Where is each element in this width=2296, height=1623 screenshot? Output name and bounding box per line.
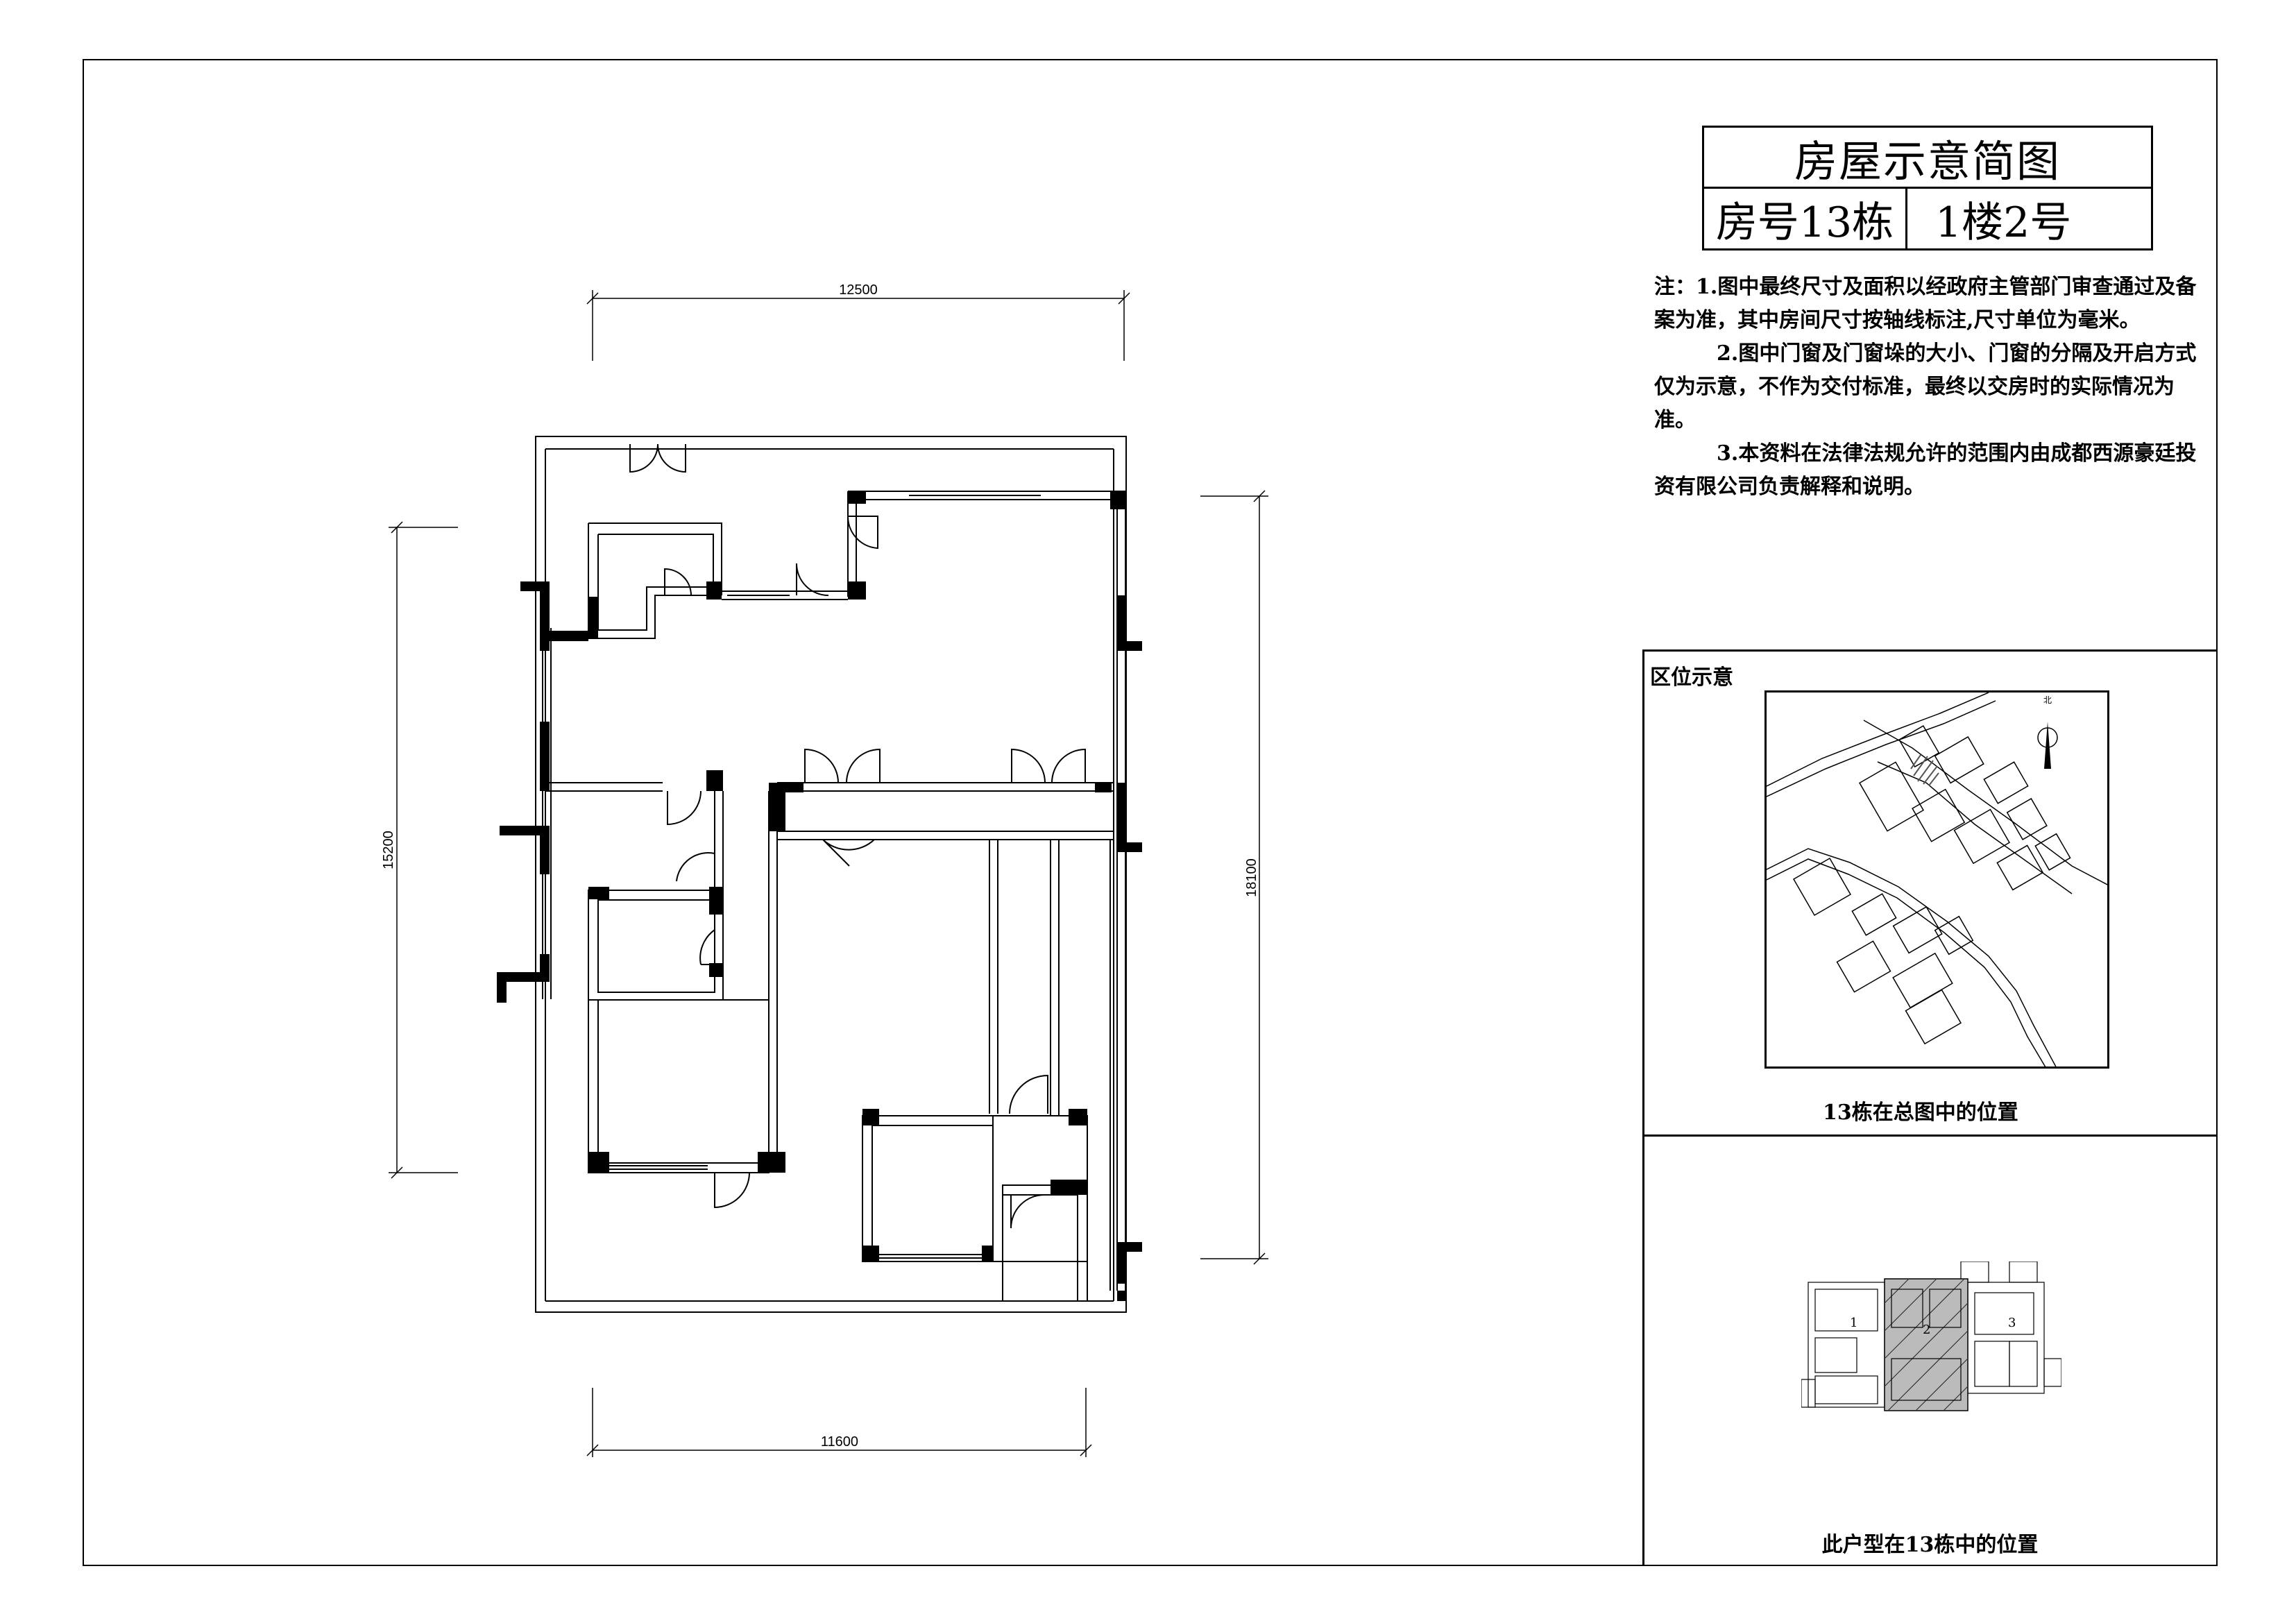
note-2: 2.图中门窗及门窗垛的大小、门窗的分隔及开启方式仅为示意，不作为交付标准，最终以… <box>1654 341 2197 432</box>
unit-caption: 此户型在13栋中的位置 <box>1821 1533 2039 1557</box>
dimension-lines <box>389 290 1268 1457</box>
unit-number-1: 1 <box>1850 1316 1858 1330</box>
location-title: 区位示意 <box>1650 665 1733 690</box>
title-block: 房屋示意简图 房号13栋 1楼2号 <box>1702 126 2153 250</box>
room-value: 1楼2号 <box>1935 198 2072 247</box>
unit-number-2: 2 <box>1923 1323 1931 1337</box>
site-map-drawing <box>1767 692 2107 1067</box>
drawing-title: 房屋示意简图 <box>1704 128 2151 189</box>
floor-plan: 12500 11600 15200 18100 <box>381 282 1268 1457</box>
note-3: 3.本资料在法律法规允许的范围内由成都西源豪廷投资有限公司负责解释和说明。 <box>1654 441 2197 499</box>
drawing-frame <box>83 59 2218 1566</box>
unit-number-3: 3 <box>2008 1316 2016 1330</box>
dimension-right: 18100 <box>1244 858 1259 897</box>
dimension-bottom: 11600 <box>821 1434 858 1450</box>
location-panel <box>1642 649 2218 1566</box>
notes: 注：1.图中最终尺寸及面积以经政府主管部门审查通过及备案为准，其中房间尺寸按轴线… <box>1654 271 2202 504</box>
doors <box>629 443 1086 1229</box>
room-label: 房号13栋 <box>1704 189 1907 248</box>
unit-location-diagram: 1 2 3 <box>1801 1261 2062 1414</box>
dimension-top: 12500 <box>839 282 878 298</box>
dimension-left: 15200 <box>381 831 396 869</box>
site-map: 北 <box>1764 690 2109 1069</box>
north-label: 北 <box>2043 695 2052 705</box>
site-boundary <box>535 436 1127 1313</box>
wall-columns <box>497 491 1142 1301</box>
map-caption: 13栋在总图中的位置 <box>1823 1101 2018 1125</box>
note-1: 注：1.图中最终尺寸及面积以经政府主管部门审查通过及备案为准，其中房间尺寸按轴线… <box>1654 275 2197 332</box>
panel-divider <box>1642 1135 2218 1137</box>
